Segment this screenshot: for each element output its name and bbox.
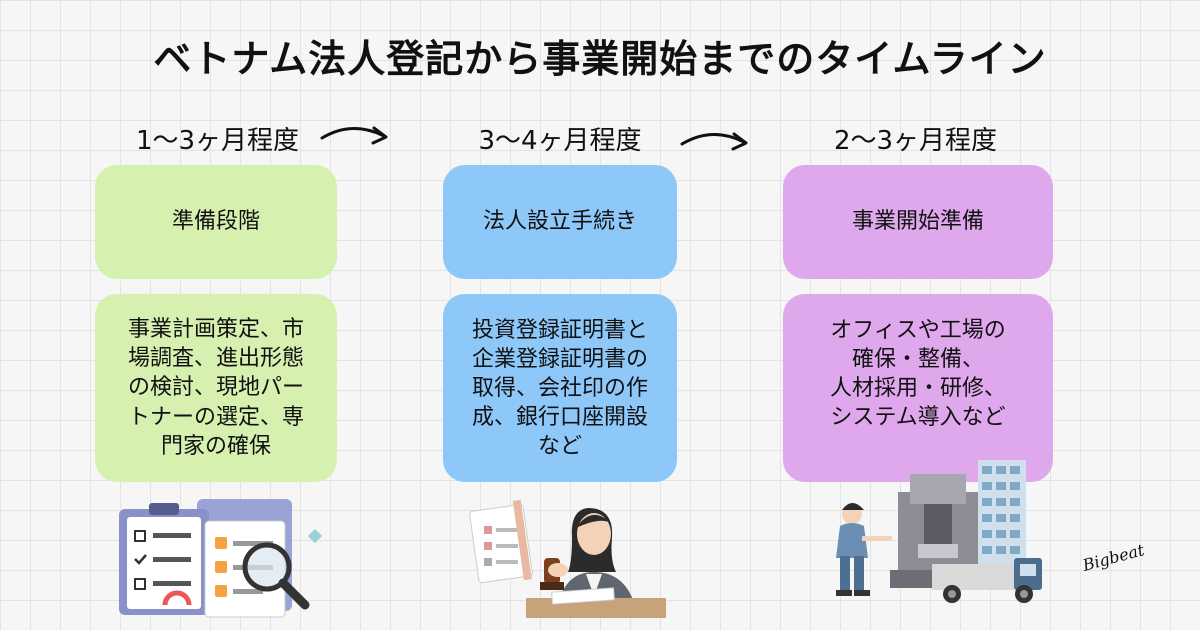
phase-1-heading: 準備段階 [95, 165, 337, 279]
phase-3-duration: 2〜3ヶ月程度 [833, 126, 998, 156]
phase-3-details: オフィスや工場の 確保・整備、 人材採用・研修、 システム導入など [783, 294, 1053, 482]
phase-2-duration: 3〜4ヶ月程度 [478, 126, 642, 156]
phase-2-details: 投資登録証明書と 企業登録証明書の 取得、会社印の作 成、銀行口座開設 など [443, 294, 677, 482]
phase-1-details: 事業計画策定、市 場調査、進出形態 の検討、現地パー トナーの選定、専 門家の確… [95, 294, 337, 482]
phase-1-duration: 1〜3ヶ月程度 [135, 126, 300, 156]
page-title: ベトナム法人登記から事業開始までのタイムライン [153, 37, 1047, 81]
stamp-document-icon [469, 499, 666, 618]
phase-3-heading: 事業開始準備 [783, 165, 1053, 279]
arrow-right-icon [320, 126, 388, 145]
phase-2-heading: 法人設立手続き [443, 165, 677, 279]
signature: Bigbeat [1080, 540, 1147, 575]
arrow-right-icon [680, 132, 748, 151]
checklist-icon [119, 499, 323, 618]
factory-machine-icon [836, 460, 1042, 603]
